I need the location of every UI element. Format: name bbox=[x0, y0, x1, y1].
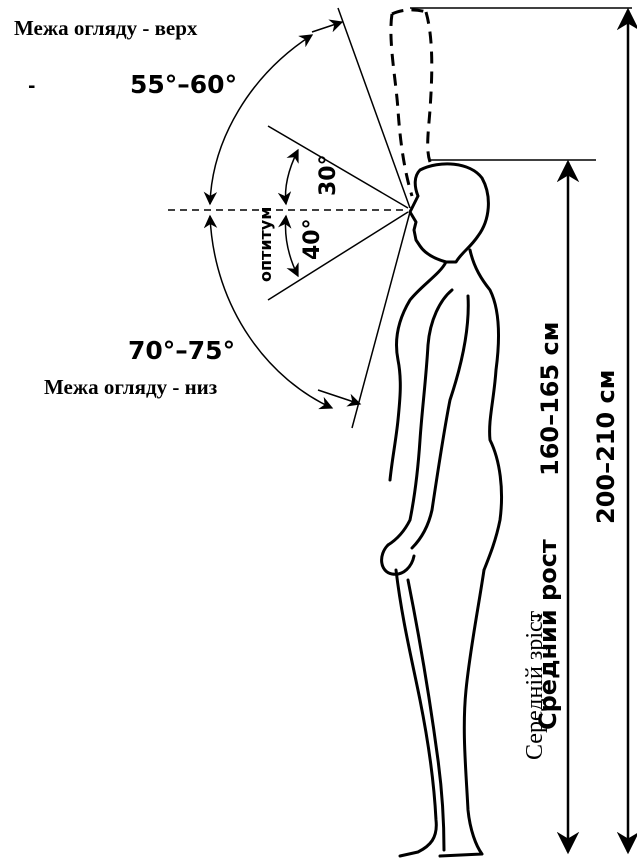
height-range-label: 160–165 см bbox=[536, 322, 564, 476]
stray-mark: - bbox=[28, 76, 35, 97]
optimum-label: оптитум bbox=[256, 207, 275, 282]
optimum-upper-arc bbox=[286, 150, 299, 204]
human-figure bbox=[382, 164, 502, 856]
upper-limit-line bbox=[338, 8, 410, 208]
optimum-lower-arc bbox=[286, 216, 299, 276]
upper-label-arrow bbox=[312, 22, 342, 32]
reach-range-label: 200–210 см bbox=[592, 370, 620, 524]
angle-up-label: 30° bbox=[316, 154, 341, 196]
lower-angle-label: 70°–75° bbox=[128, 336, 235, 365]
lower-limit-label: Межа огляду - низ bbox=[44, 375, 217, 400]
upper-angle-label: 55°–60° bbox=[130, 70, 237, 99]
average-height-ru-label: Средний рост bbox=[534, 539, 562, 730]
lower-label-arrow bbox=[318, 390, 360, 404]
upper-angle-arc bbox=[210, 35, 312, 204]
optimum-lower-line bbox=[268, 212, 408, 300]
angle-down-label: 40° bbox=[300, 218, 325, 260]
upper-limit-label: Межа огляду - верх bbox=[14, 16, 197, 41]
